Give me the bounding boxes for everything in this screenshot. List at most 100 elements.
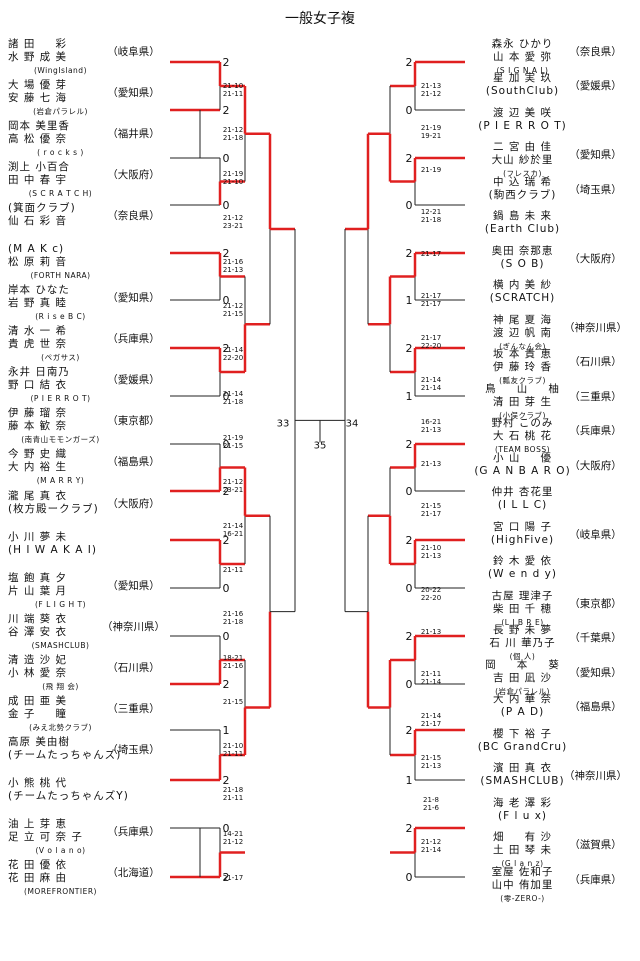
team-prefecture: （愛媛県） (569, 80, 622, 93)
match-score: 21-19 (223, 434, 243, 442)
player-name: 諸 田 彩 (8, 38, 68, 50)
player-name: 塩 飽 真 夕 (8, 571, 68, 584)
team-prefecture: （神奈川県） (102, 620, 165, 633)
player-name: 星 加 実 玖 (492, 72, 552, 85)
player-name: 田 中 春 宇 (8, 174, 68, 187)
match-score: 21-17 (421, 250, 441, 258)
match-score: 21-8 (423, 796, 439, 804)
right-team-entry: 仲井 杏花里(I L L C) (470, 486, 575, 523)
match-score: 21-10 (223, 742, 243, 750)
team-prefecture: （大阪府） (569, 459, 622, 472)
player-name: 仙 石 彩 音 (8, 215, 68, 228)
right-team-entry: 海 老 澤 彩(F l u x) (470, 797, 575, 834)
team-prefecture: （兵庫県） (569, 425, 622, 438)
match-score: 21-12 (421, 90, 441, 98)
match-score: 22-20 (421, 342, 441, 350)
player-name: 安 藤 七 海 (8, 92, 68, 105)
left-result-digit: 0 (223, 438, 230, 451)
match-score: 21-13 (421, 460, 441, 468)
team-prefecture: （大阪府） (107, 497, 160, 510)
match-score: 21-14 (421, 678, 442, 686)
match-score: 21-14 (223, 346, 244, 354)
match-score: 21-18 (223, 398, 243, 406)
team-prefecture: （神奈川県） (564, 321, 627, 334)
player-name: (W e n d y) (488, 568, 557, 581)
right-team-entry: 小 山 優(G A N B A R O) (470, 452, 575, 489)
player-name: 高原 美由樹 (8, 735, 70, 748)
match-score: 21-14 (223, 522, 244, 530)
match-score: 21-15 (421, 754, 441, 762)
match-score: 21-6 (423, 804, 439, 812)
team-club: (フレスカ) (503, 169, 542, 179)
player-name: 渡 辺 美 咲 (492, 106, 552, 119)
player-name: 中 込 瑞 希 (492, 175, 552, 188)
right-team-entry: 櫻 下 裕 子(BC GrandCru) (470, 728, 575, 765)
match-score: 21-19 (421, 166, 441, 174)
right-result-digit: 2 (406, 56, 413, 69)
player-name: 小 熊 桃 代 (8, 776, 68, 789)
team-prefecture: （神奈川県） (564, 770, 627, 783)
team-prefecture: （兵庫県） (107, 333, 160, 346)
match-score: 21-15 (421, 502, 441, 510)
match-score: 21-18 (223, 786, 243, 794)
match-score: 21-15 (223, 310, 243, 318)
team-club: (岩倉パラレル) (33, 107, 88, 117)
player-name: 松 原 莉 音 (8, 256, 68, 269)
player-name: 野村 このみ (491, 417, 554, 430)
match-score: 23-21 (223, 486, 243, 494)
player-name: 岩 野 真 睦 (8, 297, 68, 310)
team-prefecture: （石川県） (569, 356, 622, 369)
right-team-entry: 長 野 未 夢石 川 華乃子(個 人) (470, 624, 575, 661)
player-name: (P A D) (500, 706, 545, 719)
player-name: 藤 本 歓 奈 (8, 420, 68, 433)
left-team-entry: 永井 日南乃野 口 結 衣(P I E R R O T) (8, 366, 113, 403)
player-name: 金 子 瞳 (8, 707, 68, 720)
team-club: (R i s e B C) (35, 312, 86, 322)
player-name: 吉 田 凪 沙 (492, 671, 552, 684)
match-score: 21-17 (421, 720, 441, 728)
left-team-entry: 小 川 夢 未(H I W A K A I) (8, 531, 113, 568)
right-team-entry: 畑 有 沙土 田 琴 未(G l a n z) (470, 831, 575, 868)
right-result-digit: 2 (406, 342, 413, 355)
team-club: (WingIsland) (33, 66, 87, 75)
player-name: 永井 日南乃 (8, 366, 70, 379)
left-result-digit: 2 (223, 56, 230, 69)
player-name: 谷 澤 安 衣 (8, 625, 68, 638)
match-score: 21-10 (223, 82, 243, 90)
left-result-digit: 0 (223, 582, 230, 595)
team-prefecture: （北海道） (107, 866, 160, 879)
player-name: 清 造 沙 妃 (8, 653, 68, 666)
left-team-entry: 川 端 葵 衣谷 澤 安 衣(SMASHCLUB) (8, 613, 113, 650)
right-team-entry: 大 内 華 奈(P A D) (470, 693, 575, 730)
player-name: 奥田 奈那恵 (491, 244, 554, 257)
left-team-entry: 塩 飽 真 夕片 山 葉 月(F L I G H T) (8, 572, 113, 609)
team-club: (みえ北勢クラブ) (29, 722, 92, 732)
player-name: 大 内 裕 生 (8, 461, 68, 474)
match-score: 21-16 (223, 662, 244, 670)
left-team-entry: 清 水 一 希貴 虎 世 奈(ペガサス) (8, 325, 113, 362)
right-team-entry: 古屋 理津子柴 田 千 穂(L I B R E) (470, 590, 575, 627)
player-name: 森永 ひかり (491, 38, 554, 50)
match-score: 21-12 (223, 126, 243, 134)
team-prefecture: （愛媛県） (107, 374, 160, 387)
match-score: 21-17 (421, 334, 441, 342)
match-score: 23-21 (223, 222, 243, 230)
player-name: 小 山 優 (492, 451, 552, 464)
right-team-entry: 宮 口 陽 子(HighFive) (470, 521, 575, 558)
team-prefecture: （三重県） (107, 702, 160, 715)
match-score: 21-14 (421, 846, 442, 854)
left-team-entry: 成 田 亜 美金 子 瞳(みえ北勢クラブ) (8, 695, 113, 732)
match-score: 21-11 (421, 670, 441, 678)
player-name: 横 内 美 紗 (492, 279, 552, 292)
left-result-digit: 0 (223, 294, 230, 307)
team-prefecture: （兵庫県） (569, 873, 622, 886)
match-score: 21-18 (421, 216, 441, 224)
player-name: 石 川 華乃子 (489, 637, 556, 650)
match-score: 21-17 (421, 292, 441, 300)
left-team-entry: 大 場 優 芽安 藤 七 海(岩倉パラレル) (8, 79, 113, 116)
player-name: (Earth Club) (484, 223, 561, 236)
team-prefecture: （福井県） (107, 128, 160, 141)
match-score: 21-12 (223, 478, 243, 486)
right-team-entry: 神 尾 夏 海渡 辺 帆 南(ぎんなん会) (470, 314, 575, 351)
player-name: 山中 侑加里 (491, 878, 554, 891)
